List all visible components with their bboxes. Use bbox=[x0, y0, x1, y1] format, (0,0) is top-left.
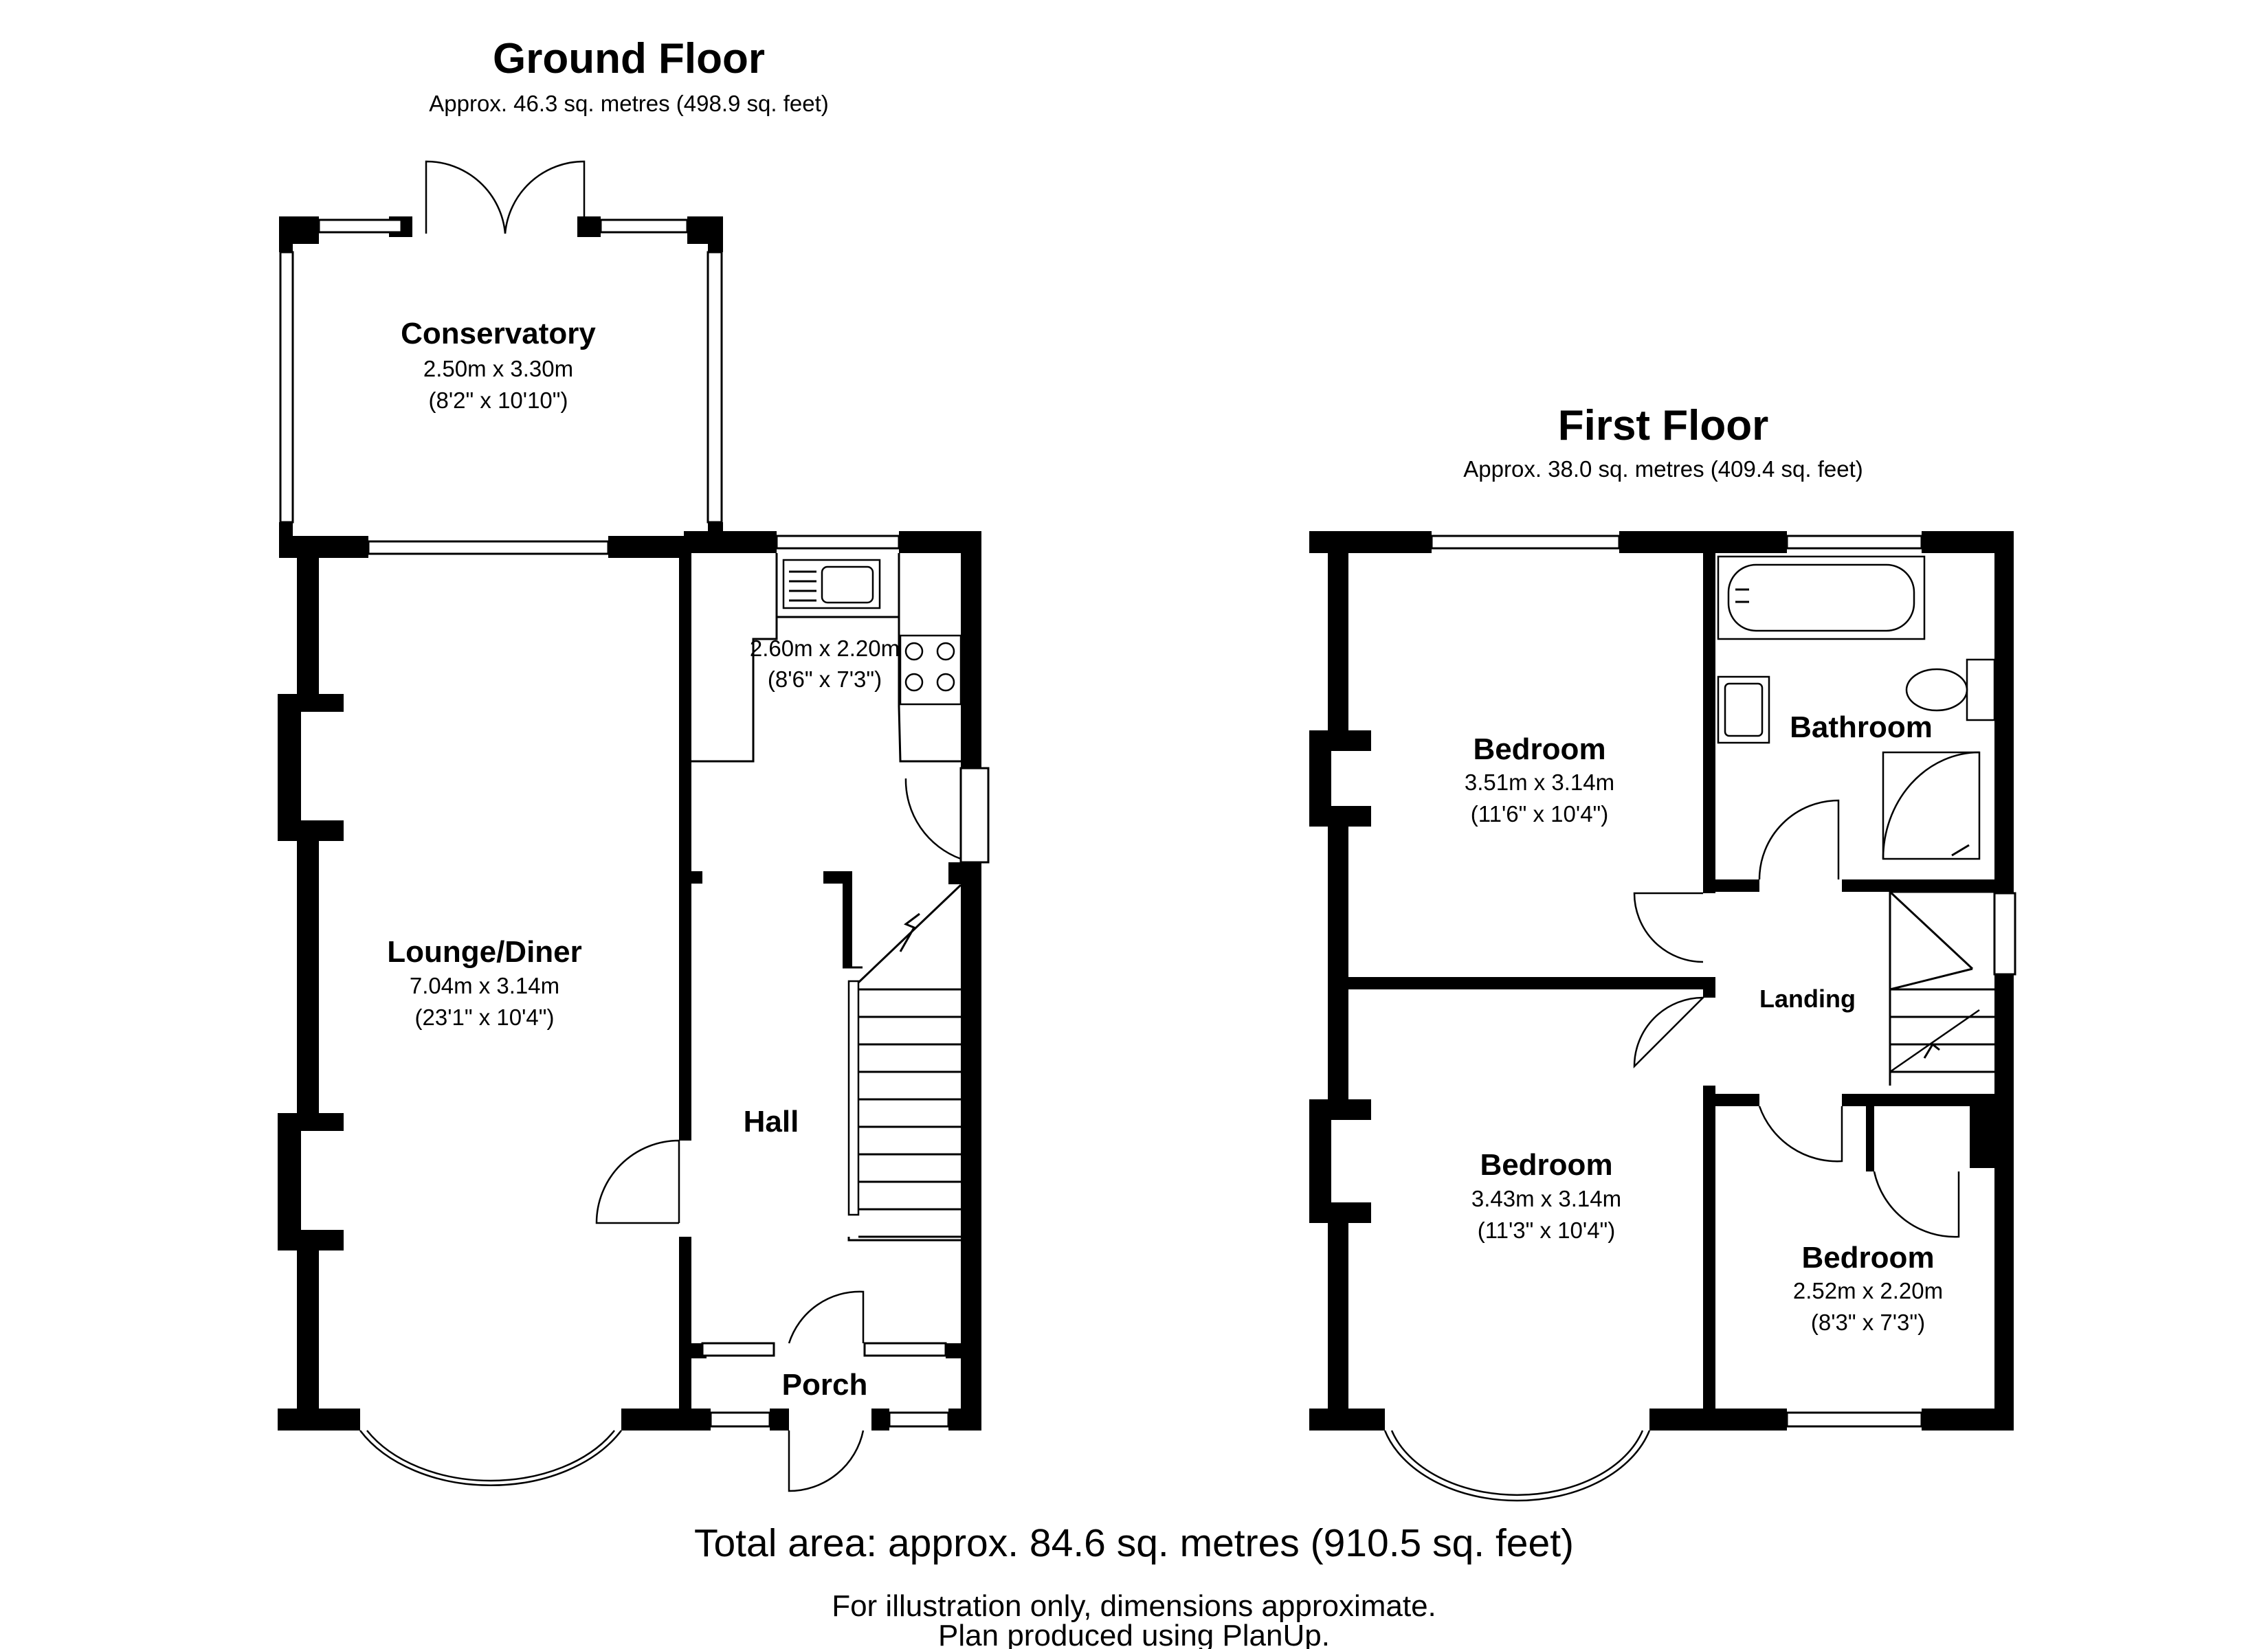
ground-floor-walls bbox=[278, 216, 981, 1431]
room-name: Bedroom bbox=[1801, 1241, 1934, 1275]
room-bedroom-3: Bedroom 2.52m x 2.20m (8'3" x 7'3") bbox=[1793, 1241, 1943, 1335]
room-name: Conservatory bbox=[401, 317, 596, 350]
total-area: Total area: approx. 84.6 sq. metres (910… bbox=[694, 1521, 1574, 1565]
room-name: Lounge/Diner bbox=[387, 935, 582, 969]
ground-floor-area: Approx. 46.3 sq. metres (498.9 sq. feet) bbox=[429, 91, 828, 116]
room-dimensions-imperial: (11'6" x 10'4") bbox=[1471, 801, 1609, 827]
room-dimensions-metric: 3.51m x 3.14m bbox=[1465, 770, 1614, 795]
landing-stair-treads bbox=[1890, 988, 1994, 1073]
drainer-lines bbox=[789, 570, 816, 602]
stair-treads bbox=[858, 988, 961, 1238]
first-floor-title: First Floor bbox=[1558, 402, 1769, 449]
first-floor-walls bbox=[1309, 531, 2014, 1431]
disclaimer-line-2: Plan produced using PlanUp. bbox=[938, 1619, 1330, 1649]
room-landing: Landing bbox=[1759, 985, 1856, 1013]
disclaimer-line-1: For illustration only, dimensions approx… bbox=[832, 1589, 1436, 1623]
room-dimensions-imperial: (11'3" x 10'4") bbox=[1478, 1218, 1616, 1243]
room-hall: Hall bbox=[744, 1105, 799, 1138]
room-dimensions-imperial: (8'2" x 10'10") bbox=[429, 388, 568, 413]
first-floor-windows bbox=[1430, 535, 2016, 1428]
room-dimensions-imperial: (8'6" x 7'3") bbox=[768, 666, 882, 692]
room-bedroom-1: Bedroom 3.51m x 3.14m (11'6" x 10'4") bbox=[1465, 732, 1614, 827]
room-dimensions-imperial: (8'3" x 7'3") bbox=[1811, 1310, 1925, 1335]
room-dimensions-metric: 2.52m x 2.20m bbox=[1793, 1278, 1943, 1303]
room-dimensions-metric: 2.60m x 2.20m bbox=[750, 636, 900, 661]
ground-floor-windows bbox=[279, 218, 990, 1428]
room-name: Bedroom bbox=[1480, 1148, 1612, 1182]
room-dimensions-metric: 2.50m x 3.30m bbox=[423, 356, 573, 381]
room-dimensions-metric: 3.43m x 3.14m bbox=[1471, 1186, 1621, 1211]
room-dimensions-imperial: (23'1" x 10'4") bbox=[415, 1005, 555, 1030]
first-floor-details bbox=[1383, 555, 1996, 1502]
first-floor-area: Approx. 38.0 sq. metres (409.4 sq. feet) bbox=[1463, 456, 1863, 482]
ground-floor-title: Ground Floor bbox=[493, 35, 765, 82]
room-dimensions-metric: 7.04m x 3.14m bbox=[410, 973, 559, 998]
ground-floor-details bbox=[359, 160, 962, 1492]
room-lounge-diner: Lounge/Diner 7.04m x 3.14m (23'1" x 10'4… bbox=[387, 935, 582, 1030]
room-bedroom-2: Bedroom 3.43m x 3.14m (11'3" x 10'4") bbox=[1471, 1148, 1621, 1243]
room-conservatory: Conservatory 2.50m x 3.30m (8'2" x 10'10… bbox=[401, 317, 596, 413]
room-kitchen: 2.60m x 2.20m (8'6" x 7'3") bbox=[750, 636, 900, 692]
room-name: Bedroom bbox=[1473, 732, 1605, 766]
room-bathroom: Bathroom bbox=[1790, 710, 1933, 744]
room-porch: Porch bbox=[782, 1368, 868, 1402]
